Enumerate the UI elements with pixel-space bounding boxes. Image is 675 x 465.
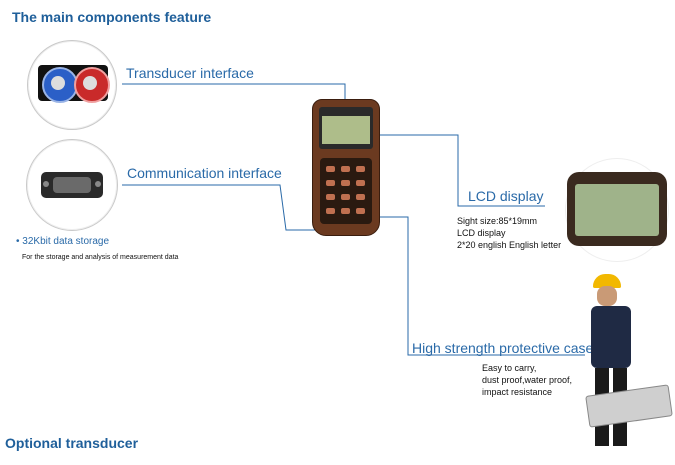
worker-with-case-photo [585,272,673,462]
callout-communication-interface: Communication interface [127,165,282,181]
callout-lcd-display: LCD display [468,188,544,204]
lcd-specs: Sight size:85*19mm LCD display 2*20 engl… [457,215,561,251]
case-spec-line: dust proof,water proof, [482,375,573,385]
bullet-icon: • [16,236,20,247]
device-screen [322,116,370,144]
storage-label: 32Kbit data storage [22,236,110,247]
storage-description: For the storage and analysis of measurem… [22,254,179,261]
lcd-spec-line: Sight size:85*19mm [457,216,538,226]
lcd-spec-line: 2*20 english English letter [457,240,562,250]
case-specs: Easy to carry, dust proof,water proof, i… [482,362,572,398]
lcd-display-photo [565,158,669,262]
serial-port-icon [53,177,91,193]
flowmeter-device [312,99,380,236]
communication-interface-photo [26,139,118,231]
lcd-screen [575,184,659,236]
storage-label-row: • 32Kbit data storage [16,236,109,247]
page-title: The main components feature [12,9,212,25]
callout-protective-case: High strength protective case [412,340,594,356]
device-keypad [320,158,372,224]
case-spec-line: Easy to carry, [482,363,537,373]
optional-transducer-title: Optional transducer [5,435,139,451]
callout-transducer-interface: Transducer interface [126,65,254,81]
case-spec-line: impact resistance [482,387,553,397]
transducer-interface-photo [27,40,117,130]
hard-hat-icon [593,274,621,288]
lcd-spec-line: LCD display [457,228,506,238]
